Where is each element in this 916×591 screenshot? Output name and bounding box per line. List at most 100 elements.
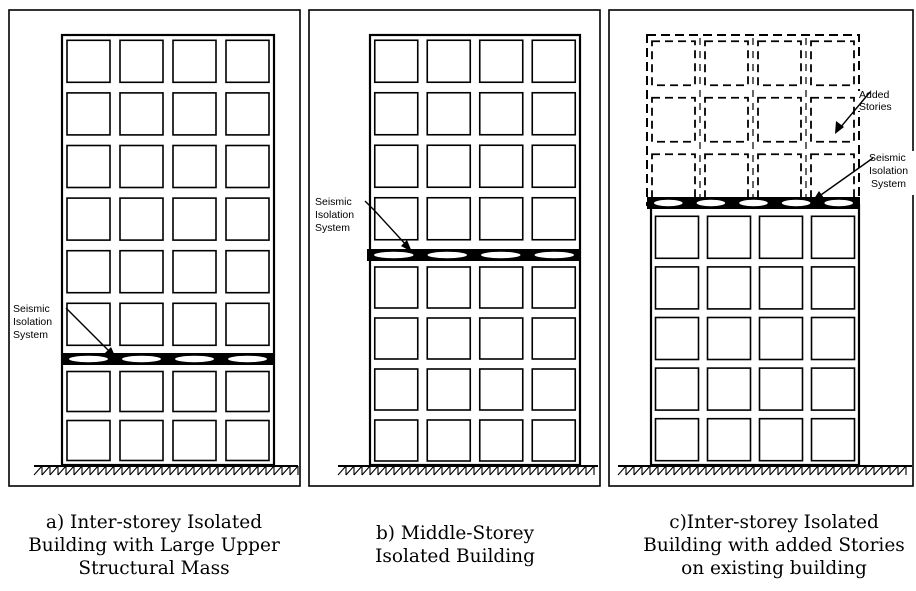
panel-c-ground (617, 465, 912, 476)
panel-b-lower-window (531, 317, 577, 360)
panel-c-isolator-gap (824, 199, 853, 207)
panel-c-existing-window (654, 266, 700, 310)
panel-a-lower-window (119, 370, 164, 413)
panel-c-isolation-arrowhead (812, 191, 824, 202)
panel-c-existing-window (810, 316, 856, 361)
panel-a-lower-window (172, 419, 217, 462)
panel-b-upper-window (478, 196, 524, 241)
panel-b-isolator-gap (534, 251, 574, 259)
panel-a-lower-structure (66, 370, 270, 462)
panel-b-lower-window (478, 317, 524, 360)
panel-a-lower-window (119, 419, 164, 462)
panel-a-lower-window (66, 370, 111, 413)
caption-c-line-1: c)Inter-storey Isolated (669, 512, 879, 533)
panel-b-upper-structure (373, 39, 577, 241)
panel-b-isolation-slab (367, 249, 581, 261)
panel-a-upper-window (66, 249, 111, 294)
panel-b-lower-window (373, 317, 419, 360)
panel-b-upper-window (478, 91, 524, 136)
panel-b-lower-window (531, 419, 577, 462)
caption-a-line-2: Building with Large Upper (28, 535, 280, 556)
panel-b-upper-window (531, 196, 577, 241)
panel-c-existing-window (654, 417, 700, 462)
panel-c-added-window (810, 40, 855, 87)
panel-b-upper-window (531, 144, 577, 189)
panel-a-upper-window (119, 197, 164, 241)
panel-b-isolation-label: Seismic Isolation System (315, 196, 412, 252)
caption-b: b) Middle-Storey Isolated Building (325, 522, 585, 568)
panel-c-added-line-2: Stories (859, 101, 892, 113)
panel-c-isolation-leader (817, 157, 874, 198)
caption-a: a) Inter-storey Isolated Building with L… (0, 511, 324, 580)
panel-c-ground-hatch (617, 465, 907, 476)
panel-a-lower-window (225, 370, 270, 413)
panel-c-added-window (757, 40, 802, 87)
panel-c-existing-window (706, 215, 752, 260)
panel-b-building (337, 33, 598, 476)
panel-a-upper-window (119, 302, 164, 347)
panel-b-lower-window (373, 368, 419, 411)
panel-b-upper-window (373, 39, 419, 84)
panel-c-existing-window (810, 417, 856, 462)
panel-c-added-window (651, 96, 696, 143)
panel-a-upper-window (172, 197, 217, 241)
panel-a-label-line-2: Isolation (13, 316, 52, 328)
panel-a-frame (8, 9, 301, 487)
panel-c-added-window (704, 153, 749, 200)
panel-c-added-window (651, 153, 696, 200)
panel-a-building (33, 33, 299, 476)
panel-c-existing-window (706, 266, 752, 310)
panel-b-lower-window (426, 419, 472, 462)
panel-c-existing-outline (649, 203, 861, 467)
panel-c-existing-structure (654, 215, 856, 462)
panel-c-isolator-gap (696, 199, 726, 207)
panel-b-upper-window (531, 91, 577, 136)
panel-c-added-window (704, 96, 749, 143)
panel-a-isolation-layer (62, 353, 274, 365)
panel-c-building (617, 34, 912, 476)
panel-a-upper-window (119, 144, 164, 189)
panel-b-leader-arrowhead (401, 240, 412, 252)
panel-b-lower-window (426, 317, 472, 360)
panel-c-added-window (651, 40, 696, 87)
panel-b-upper-window (426, 144, 472, 189)
panel-a-lower-window (225, 419, 270, 462)
panel-c-added-arrowhead (835, 121, 844, 134)
caption-c-line-3: on existing building (681, 558, 867, 579)
panel-a-upper-window (119, 249, 164, 294)
panel-b-lower-window (426, 266, 472, 309)
panel-c-existing-window (706, 417, 752, 462)
panel-a-upper-window (225, 302, 270, 347)
panel-c-existing-window (706, 316, 752, 361)
panel-b-isolator-gap (374, 251, 414, 259)
panel-a-lower-window (66, 419, 111, 462)
panel-c-isolation-label: Seismic Isolation System (812, 151, 914, 202)
panel-a-upper-window (119, 39, 164, 84)
panel-a-upper-window (172, 144, 217, 189)
panel-b-isolator-gap (481, 251, 521, 259)
panel-b-isolation-layer (367, 249, 581, 261)
panel-a-isolator-gap (69, 355, 108, 363)
panel-c-isolator-gap (654, 199, 683, 207)
panel-b-frame (308, 9, 601, 487)
panel-a-leader-arrowhead (105, 347, 116, 358)
panel-a-isolator-gap (122, 355, 161, 363)
panel-c-added-label: Added Stories (835, 89, 898, 134)
caption-c-line-2: Building with added Stories (643, 535, 905, 556)
panel-c-existing-window (810, 367, 856, 411)
panel-b-lower-window (426, 368, 472, 411)
panel-c-existing-window (654, 367, 700, 411)
panel-b-upper-window (478, 39, 524, 84)
panel-a-leader-line (65, 307, 113, 355)
panel-c-added-window (757, 96, 802, 143)
panel-b-lower-window (531, 266, 577, 309)
panel-c-existing-window (758, 215, 804, 260)
panel-b-ground-hatch (337, 465, 595, 476)
panel-a-ground-hatch (33, 465, 299, 476)
caption-b-line-1: b) Middle-Storey (375, 523, 535, 544)
panel-a-upper-window (172, 92, 217, 136)
panel-b-label-line-2: Isolation (315, 209, 354, 221)
panel-c-isolator-gap (781, 199, 811, 207)
panel-a-upper-window (172, 249, 217, 294)
panel-b-lower-window (478, 266, 524, 309)
